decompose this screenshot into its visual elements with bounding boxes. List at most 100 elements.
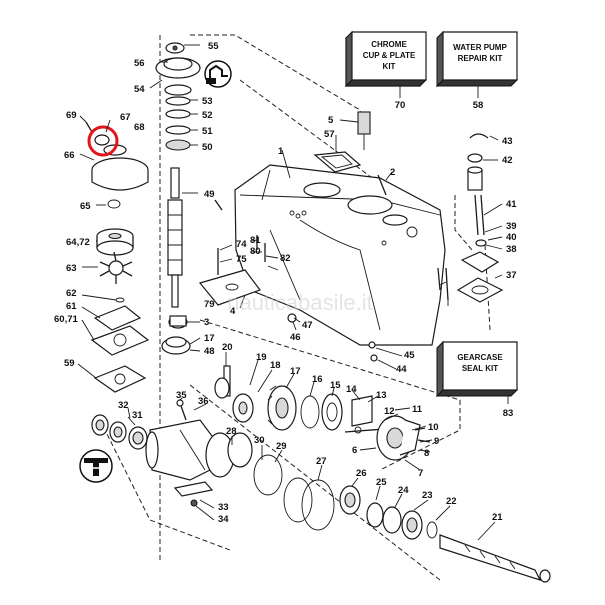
part-5-block (357, 111, 371, 150)
gear-train-left (214, 365, 283, 496)
part-number: 9 (434, 436, 439, 447)
kit-water-pump-line-1: WATER PUMP (453, 43, 507, 52)
part-number: 40 (506, 232, 517, 243)
part-number: 49 (204, 189, 215, 200)
part-number: 50 (202, 142, 213, 153)
impeller-housing-66 (85, 121, 149, 191)
kit-box-gearcase-seal: GEARCASE SEAL KIT 83 (435, 340, 519, 419)
part-number: 29 (276, 441, 287, 452)
part-number: 81 (250, 235, 261, 246)
part-number: 13 (376, 390, 387, 401)
kit-chrome-line-1: CHROME (371, 40, 407, 49)
part-number: 22 (446, 496, 457, 507)
watermark: nauticabasile.it (227, 290, 373, 315)
o-ring-65 (107, 199, 121, 209)
part-numbers: 55 56 54 53 52 51 50 49 69 67 68 66 65 6… (54, 41, 517, 525)
shift-rod-41 (467, 133, 489, 236)
part-number: 23 (422, 490, 433, 501)
part-number: 62 (66, 288, 77, 299)
gasket-59 (93, 365, 147, 393)
part-number: 65 (80, 201, 91, 212)
kit-chrome-number: 70 (395, 100, 406, 111)
kit-water-pump-number: 58 (473, 100, 484, 111)
part-number: 2 (390, 167, 395, 178)
part-number: 54 (134, 84, 145, 95)
part-number: 41 (506, 199, 517, 210)
kit-gearcase-number: 83 (503, 408, 514, 419)
part-number: 45 (404, 350, 415, 361)
part-number: 1 (278, 146, 284, 157)
kit-box-chrome: CHROME CUP & PLATE KIT 70 (344, 30, 428, 111)
kit-box-water-pump: WATER PUMP REPAIR KIT 58 (435, 30, 519, 111)
part-number: 3 (204, 317, 209, 328)
part-number: 12 (384, 406, 395, 417)
part-number: 19 (256, 352, 267, 363)
part-number: 32 (118, 400, 129, 411)
part-number: 51 (202, 126, 213, 137)
part-number: 26 (356, 468, 367, 479)
part-number: 46 (290, 332, 301, 343)
part-number: 5 (328, 115, 334, 126)
part-number: 56 (134, 58, 145, 69)
part-number: 53 (202, 96, 213, 107)
impeller-cup-64 (96, 228, 134, 256)
water-pump-stack (155, 42, 201, 355)
part-number: 35 (176, 390, 187, 401)
part-number: 80 (250, 246, 261, 257)
part-number: 36 (198, 396, 209, 407)
kit-water-pump-line-2: REPAIR KIT (458, 54, 503, 63)
part-number: 64,72 (66, 237, 90, 248)
reverse-gear-6 (376, 415, 431, 461)
screws-35-36 (176, 399, 187, 421)
part-number: 15 (330, 380, 341, 391)
pin-2 (377, 174, 387, 196)
part-number: 57 (324, 129, 335, 140)
part-number: 33 (218, 502, 229, 513)
part-number: 82 (280, 253, 291, 264)
impeller-62 (99, 251, 133, 284)
part-number: 66 (64, 150, 75, 161)
kit-chrome-line-3: KIT (383, 62, 396, 71)
part-number: 67 (120, 112, 131, 123)
part-number: 20 (222, 342, 233, 353)
part-number: 27 (316, 456, 327, 467)
part-number: 59 (64, 358, 75, 369)
thrust-washers-15-16 (300, 393, 343, 431)
part-number: 28 (226, 426, 237, 437)
part-number: 10 (428, 422, 439, 433)
prop-shaft-bearings (283, 477, 551, 583)
pump-plate-75 (198, 269, 261, 306)
grease-icon (204, 60, 232, 88)
gearcase-housing (234, 164, 446, 346)
part-number: 21 (492, 512, 503, 523)
part-number: 18 (270, 360, 281, 371)
forward-gear-17 (267, 385, 297, 431)
kit-chrome-line-2: CUP & PLATE (363, 51, 416, 60)
part-number: 52 (202, 110, 213, 121)
part-number: 75 (236, 254, 247, 265)
part-number: 43 (502, 136, 513, 147)
part-number: 17 (290, 366, 301, 377)
part-number: 30 (254, 435, 265, 446)
part-number: 24 (398, 485, 409, 496)
fasteners-44-47 (287, 313, 378, 362)
part-number: 68 (134, 122, 145, 133)
part-number: 61 (66, 301, 77, 312)
bolts-81-82 (437, 267, 449, 301)
part-number: 31 (132, 410, 143, 421)
part-number: 60,71 (54, 314, 78, 325)
part-number: 16 (312, 374, 323, 385)
part-number: 25 (376, 477, 387, 488)
kit-gearcase-line-2: SEAL KIT (462, 364, 498, 373)
seal-tool-icon (79, 449, 113, 483)
part-number: 6 (352, 445, 357, 456)
highlight-circle (87, 125, 119, 157)
part-number: 79 (204, 299, 215, 310)
plate-61-60 (90, 297, 150, 356)
part-number: 7 (418, 468, 423, 479)
part-number: 48 (204, 346, 215, 357)
part-number: 44 (396, 364, 407, 375)
part-number: 38 (506, 244, 517, 255)
